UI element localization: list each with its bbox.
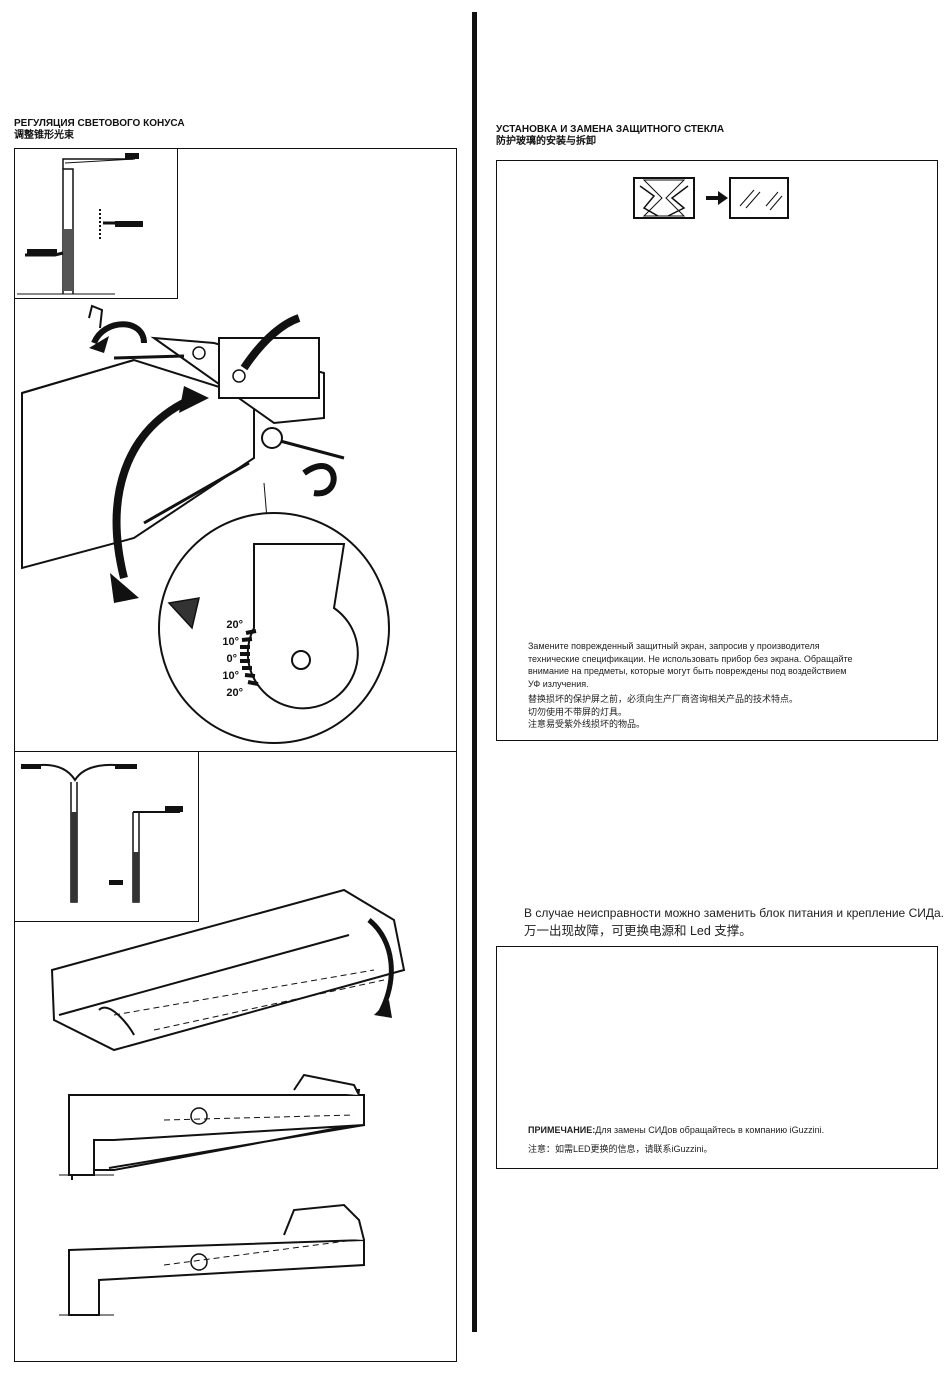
glass-panel [496, 160, 938, 741]
tilt-adjust-panel [14, 751, 457, 1362]
glass-note: Замените поврежденный защитный экран, за… [528, 640, 858, 731]
angle-scale-labels: 20° 10° 0° 10° 20° [213, 617, 243, 702]
pole-inset-2 [14, 751, 199, 922]
double-pole-illustration [20, 763, 183, 903]
title-ru: РЕГУЛЯЦИЯ СВЕТОВОГО КОНУСА [14, 118, 185, 129]
glass-replace-icon [633, 177, 789, 219]
angle-label-20-down: 20° [226, 687, 243, 699]
beam-adjust-illustration [21, 304, 390, 744]
title-ru: УСТАНОВКА И ЗАМЕНА ЗАЩИТНОГО СТЕКЛА [496, 124, 725, 135]
angle-label-20-up: 20° [226, 619, 243, 631]
angle-label-0: 0° [226, 653, 237, 665]
note-label: ПРИМЕЧАНИЕ: [528, 1125, 596, 1135]
led-note-ru: ПРИМЕЧАНИЕ:Для замены СИДов обращайтесь … [528, 1124, 928, 1137]
note-text-ru: Для замены СИДов обращайтесь в компанию … [595, 1125, 825, 1135]
pole-mounting-illustration [17, 153, 143, 295]
led-text-zh: 万一出现故障，可更换电源和 Led 支撑。 [524, 924, 752, 938]
section-title-beam-adjust: РЕГУЛЯЦИЯ СВЕТОВОГО КОНУСА 调整锥形光束 [14, 118, 185, 142]
led-note: ПРИМЕЧАНИЕ:Для замены СИДов обращайтесь … [528, 1124, 928, 1155]
led-panel [496, 946, 938, 1169]
glass-note-zh-3: 注意易受紫外线损坏的物品。 [528, 719, 646, 729]
glass-note-zh-1: 替换损坏的保护屏之前，必须向生产厂商咨询相关产品的技术特点。 [528, 694, 799, 704]
glass-note-zh-2: 切勿使用不带屏的灯具。 [528, 706, 628, 717]
led-text-ru: В случае неисправности можно заменить бл… [524, 906, 944, 920]
section-title-glass: УСТАНОВКА И ЗАМЕНА ЗАЩИТНОГО СТЕКЛА 防护玻璃… [496, 124, 724, 148]
led-replacement-text: В случае неисправности можно заменить бл… [524, 905, 944, 939]
led-note-zh: 注意：如需LED更换的信息，请联系iGuzzini。 [528, 1143, 713, 1154]
column-divider [472, 12, 477, 1332]
title-zh: 调整锥形光束 [14, 130, 74, 141]
tilt-adjust-illustration [50, 888, 406, 1316]
angle-label-10-down: 10° [222, 670, 239, 682]
angle-label-10-up: 10° [222, 636, 239, 648]
glass-note-ru: Замените поврежденный защитный экран, за… [528, 641, 853, 689]
title-zh: 防护玻璃的安装与拆卸 [496, 136, 596, 147]
pole-inset-1 [14, 148, 178, 299]
